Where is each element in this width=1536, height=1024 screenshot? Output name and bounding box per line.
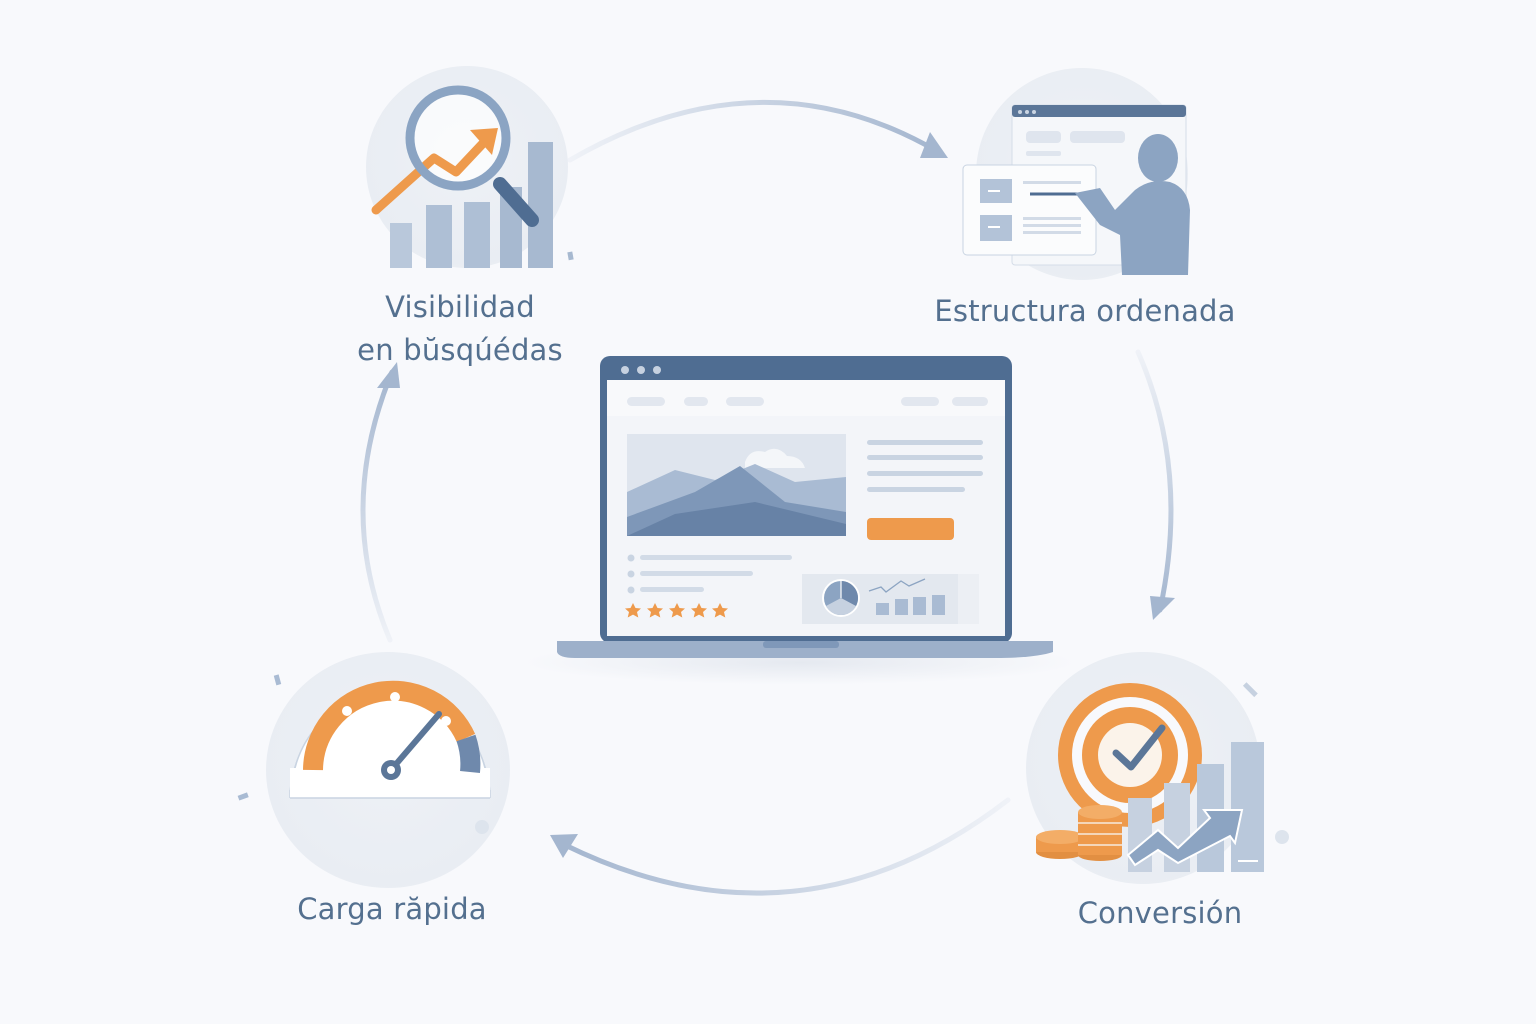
conversion-label: Conversión (1077, 896, 1243, 930)
presenter-wireframe-icon (962, 104, 1190, 275)
cta-button (867, 518, 954, 540)
visibility-label: Visibilidad en bŭsqúédas (340, 286, 580, 372)
arrow-conversion-to-speed (550, 797, 1011, 896)
speed-label: Carga răpida (297, 892, 487, 926)
visibility-label-line1: Visibilidad (385, 290, 535, 324)
magnifier-trending-chart-icon (371, 85, 574, 268)
arrow-visibility-to-structure (567, 99, 948, 163)
bullet-list (627, 554, 792, 594)
coin-stacks (1036, 805, 1122, 861)
arrow-structure-to-conversion (1135, 349, 1175, 620)
browser-dots (621, 366, 661, 374)
arrow-speed-to-visibility (360, 362, 400, 643)
visibility-label-line2: en bŭsqúédas (357, 333, 563, 367)
hero-image-mountains (627, 434, 846, 536)
rating-stars (625, 603, 728, 618)
speedometer-gauge-icon (237, 674, 491, 834)
laptop-website-mockup (557, 356, 1053, 658)
target-check-coins-growth-icon (1036, 682, 1289, 872)
analytics-widget (802, 574, 979, 624)
structure-label: Estructura ordenada (934, 294, 1236, 328)
